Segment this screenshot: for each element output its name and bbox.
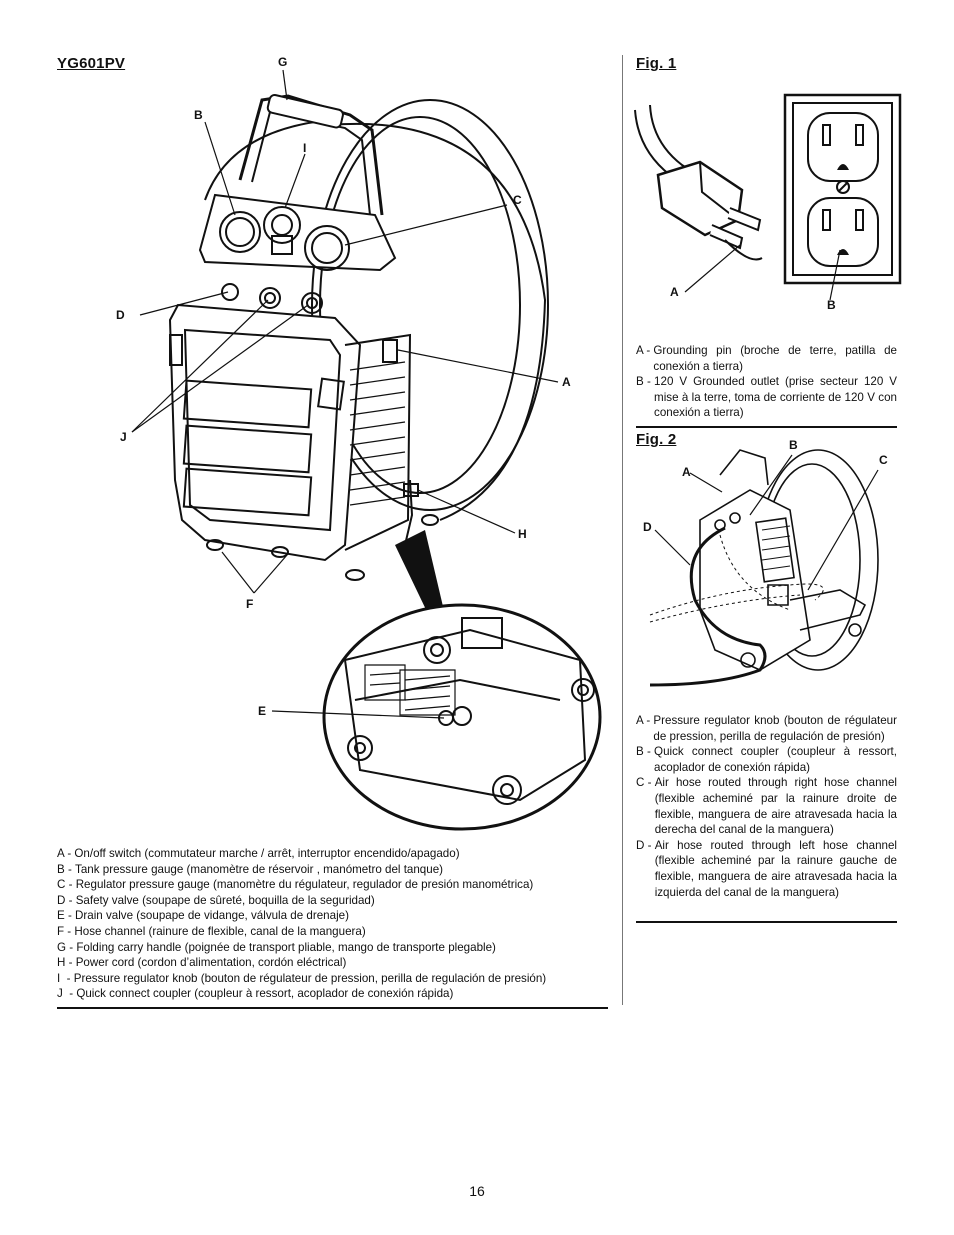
callout-f: F <box>246 597 254 611</box>
column-divider <box>622 55 623 1005</box>
callout-e: E <box>258 704 267 718</box>
fig2-bottom-rule <box>636 921 897 923</box>
callout-i: I <box>303 141 307 155</box>
legend-item: A - On/off switch (commutateur marche / … <box>57 847 460 860</box>
legend-item: J - Quick connect coupler (coupleur à re… <box>57 987 454 1001</box>
legend-item: H - Power cord (cordon d’alimentation, c… <box>57 956 347 970</box>
callout-h: H <box>518 527 527 541</box>
fig1-bottom-rule <box>636 426 897 428</box>
page-number: 16 <box>469 1183 485 1199</box>
legend-item: A - Grounding pin (broche de terre, pati… <box>636 344 897 373</box>
fig1-legend: A - Grounding pin (broche de terre, pati… <box>636 343 897 421</box>
legend-item: D - Air hose routed through left hose ch… <box>636 838 897 899</box>
legend-item: C - Regulator pressure gauge (manomètre … <box>57 878 534 892</box>
legend-item: B - Quick connect coupler (coupleur à re… <box>636 745 897 774</box>
fig2-callout-d: D <box>643 520 652 534</box>
legend-item: B - 120 V Grounded outlet (prise secteur… <box>636 375 897 420</box>
callout-g: G <box>278 55 288 69</box>
legend-item: A - Pressure regulator knob (bouton de r… <box>636 714 897 743</box>
main-legend: A - On/off switch (commutateur marche / … <box>57 846 607 1002</box>
fig2-illustration <box>640 440 900 690</box>
legend-item: D - Safety valve (soupape de sûreté, boq… <box>57 893 375 907</box>
fig2-callout-c: C <box>879 453 888 467</box>
fig1-callout-a: A <box>670 285 679 299</box>
legend-item: G - Folding carry handle (poignée de tra… <box>57 940 496 954</box>
legend-item: C - Air hose routed through right hose c… <box>636 776 897 837</box>
fig1-title: Fig. 1 <box>636 55 677 72</box>
fig1-callout-b: B <box>827 298 836 312</box>
callout-b: B <box>194 108 203 122</box>
legend-item: E - Drain valve (soupape de vidange, vál… <box>57 909 349 923</box>
model-heading: YG601PV <box>57 55 126 72</box>
fig1-illustration <box>630 80 910 320</box>
legend-item: I - Pressure regulator knob (bouton de r… <box>57 971 547 985</box>
callout-a: A <box>562 375 571 389</box>
callout-c: C <box>513 193 522 207</box>
left-bottom-rule <box>57 1007 608 1009</box>
callout-d: D <box>116 308 125 322</box>
legend-item: F - Hose channel (rainure de flexible, c… <box>57 924 366 938</box>
fig2-title: Fig. 2 <box>636 431 677 448</box>
fig2-legend: A - Pressure regulator knob (bouton de r… <box>636 713 897 900</box>
legend-item: B - Tank pressure gauge (manomètre de ré… <box>57 862 444 876</box>
fig2-callout-b: B <box>789 438 798 452</box>
callout-j: J <box>120 430 127 444</box>
fig2-callout-a: A <box>682 465 691 479</box>
compressor-illustration <box>0 0 620 840</box>
